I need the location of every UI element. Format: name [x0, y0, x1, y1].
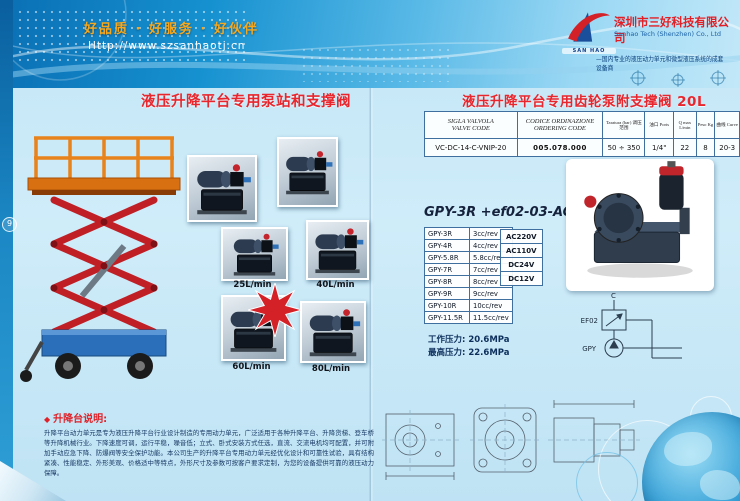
flow-label-80l: 80L/min [311, 364, 351, 374]
model-code: GPY-3R [424, 227, 470, 240]
globe-continent [700, 470, 740, 500]
voltage-table: AC220V AC110V DC24V DC12V [500, 229, 543, 286]
curve-ref-value: 20-3 [714, 138, 740, 157]
hydraulic-schematic: C EF02 GPY [581, 292, 682, 359]
lift-wheels [55, 353, 153, 379]
voltage-option: AC110V [500, 243, 543, 258]
company-name: 深圳市三好科技有限公司 [614, 15, 729, 45]
working-pressure-text: 工作压力: 20.6MPa [428, 335, 510, 345]
model-displacement: 11.5cc/rev [469, 311, 513, 324]
schematic-label-ef02: EF02 [581, 317, 598, 325]
port-size-value: 1/4" [644, 138, 674, 157]
power-unit-photo-1 [187, 155, 257, 222]
dot-grid-decoration [16, 8, 246, 66]
table-row: AC220V [500, 229, 543, 244]
dimension-drawing-svg [382, 400, 640, 480]
table-row: DC12V [500, 271, 543, 286]
valve-table-header-weight: Peso Kg [695, 111, 716, 139]
power-unit-photo-40l [306, 220, 369, 280]
valve-code-table: SIGLA VALVOLA VALVE CODE CODICE ORDINAZI… [424, 111, 740, 157]
ring-decoration [576, 452, 638, 501]
voltage-option: AC220V [500, 229, 543, 244]
company-tagline: —国内专业的液压动力单元和微型液压系统的成套设备商 [596, 56, 724, 72]
model-displacement: 9cc/rev [469, 287, 513, 300]
flow-label-40l: 40L/min [316, 280, 355, 290]
table-row: AC110V [500, 243, 543, 258]
model-heading: GPY-3R +ef02-03-AC220 [424, 205, 600, 220]
valve-table-header-pressure: Taratura (bar) 调压范围 [602, 111, 646, 139]
lift-description-section: ◆升降台说明: 升降平台动力单元是专为液压升降平台行业设计制造的专用动力单元，广… [44, 410, 374, 479]
model-code: GPY-11.5R [424, 311, 470, 324]
lift-railing [34, 136, 174, 180]
page-number-badge: 9 [2, 217, 17, 232]
model-displacement: 10cc/rev [469, 299, 513, 312]
lift-cylinder [79, 244, 127, 298]
lift-platform [27, 177, 181, 191]
model-code: GPY-7R [424, 263, 470, 276]
schematic-label-gpy: GPY [582, 345, 596, 353]
scissor-lift-photo [20, 136, 181, 382]
valve-table-header-codice: CODICE ORDINAZIONE ORDERING CODE [516, 111, 604, 139]
registration-marks-decoration [630, 70, 726, 87]
company-logo [568, 12, 610, 42]
note-paragraph: 升降平台动力单元是专为液压升降平台行业设计制造的专用动力单元，广泛适用于各种升降… [44, 429, 374, 477]
voltage-option: DC24V [500, 257, 543, 272]
pressure-range-value: 50 ÷ 350 [602, 138, 646, 157]
starburst-decoration [248, 283, 302, 337]
valve-code-value: VC-DC-14-C-VNIP-20 [424, 138, 518, 157]
lift-tow-handle [24, 341, 44, 371]
left-page-title: 液压升降平台专用泵站和支撑阀 [141, 94, 351, 110]
left-edge-strip [0, 0, 13, 501]
header-sigla-line1: SIGLA VALVOLA [447, 118, 494, 125]
power-unit-photo-25l [221, 227, 288, 281]
power-unit-photo-60l [221, 295, 286, 361]
valve-table-header-curve: 曲线 Curve [714, 111, 740, 139]
logo-caption: SAN HAO [562, 48, 616, 54]
center-fold [369, 88, 373, 501]
slogan-text: 好品质 · 好服务 · 好伙伴 [84, 22, 259, 37]
flow-value: 22 [672, 138, 697, 157]
model-code: GPY-10R [424, 299, 470, 312]
model-code: GPY-8R [424, 275, 470, 288]
header-sigla-line2: VALVE CODE [451, 125, 490, 132]
weight-value: 8 [695, 138, 716, 157]
model-code: GPY-5.8R [424, 251, 470, 264]
website-url[interactable]: Http://www.szsanhaotj.cn [88, 40, 246, 52]
valve-table-data-row: VC-DC-14-C-VNIP-20 005.078.000 50 ÷ 350 … [424, 138, 740, 157]
globe-continent [664, 432, 712, 466]
gear-pump-photo [566, 159, 714, 291]
right-page-title: 液压升降平台专用齿轮泵附支撑阀 20L [461, 94, 707, 110]
flow-label-60l: 60L/min [232, 362, 271, 372]
header-codice-line1: CODICE ORDINAZIONE [525, 118, 595, 125]
flow-label-25l: 25L/min [233, 280, 272, 290]
dot-grid-decoration [300, 46, 450, 82]
valve-table-header-sigla: SIGLA VALVOLA VALVE CODE [424, 111, 518, 139]
valve-table-header-row: SIGLA VALVOLA VALVE CODE CODICE ORDINAZI… [424, 111, 740, 139]
top-banner: 好品质 · 好服务 · 好伙伴 Http://www.szsanhaotj.cn… [0, 0, 740, 88]
note-bullet-icon: ◆ [44, 415, 51, 424]
header-codice-line2: ORDERING CODE [534, 125, 586, 132]
power-unit-photo-80l [300, 301, 366, 363]
table-row: DC24V [500, 257, 543, 272]
schematic-label-c: C [611, 292, 616, 300]
note-title: ◆升降台说明: [44, 410, 374, 425]
model-code: GPY-4R [424, 239, 470, 252]
valve-table-header-ports: 油口 Ports [644, 111, 674, 139]
max-pressure-text: 最高压力: 22.6MPa [428, 348, 510, 358]
ordering-code-value: 005.078.000 [516, 138, 604, 157]
voltage-option: DC12V [500, 271, 543, 286]
company-name-english: Sanhao Tech (Shenzhen) Co., Ltd [614, 30, 722, 38]
note-title-text: 升降台说明: [53, 414, 108, 425]
valve-table-header-flow: Q max L/min [672, 111, 697, 139]
power-unit-photo-2 [277, 137, 338, 207]
model-code: GPY-9R [424, 287, 470, 300]
